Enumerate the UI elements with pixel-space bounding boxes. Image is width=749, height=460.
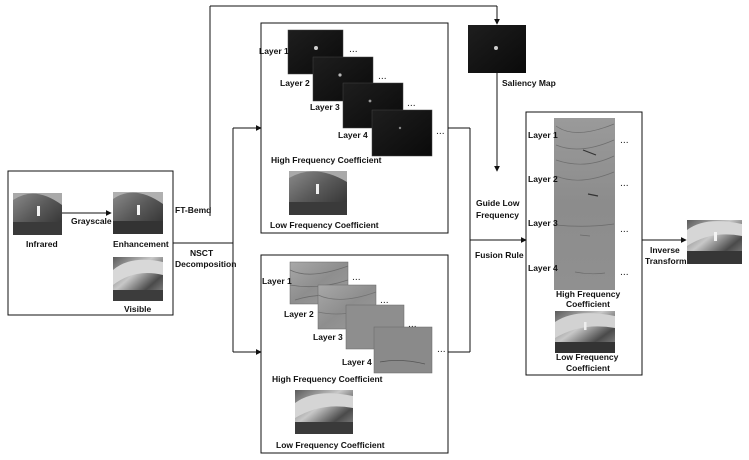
bottom-layer-4-label: Layer 4 — [342, 357, 372, 367]
top-layer-1-label: Layer 1 — [259, 46, 289, 56]
top-high-frequency-label: High Frequency Coefficient — [271, 155, 382, 165]
bottom-layer-2-label: Layer 2 — [284, 309, 314, 319]
fused-output-image — [687, 220, 742, 264]
top-ellipsis-1: ... — [349, 45, 358, 55]
bottom-ellipsis-1: ... — [352, 273, 361, 283]
bottom-coefficients-panel — [260, 254, 449, 454]
guide-low-label: Guide Low — [476, 198, 520, 208]
top-layer-4-label: Layer 4 — [338, 130, 368, 140]
fused-ellipsis-3: ... — [620, 225, 629, 235]
fused-high-frequency-label: High Frequency — [556, 289, 621, 299]
top-ellipsis-3: ... — [407, 99, 416, 109]
ft-bemd-label: FT-Bemd — [175, 205, 211, 215]
top-ellipsis-4: ... — [436, 127, 445, 137]
transform-label: Transform — [645, 256, 687, 266]
visible-image — [113, 257, 163, 301]
top-ellipsis-2: ... — [378, 72, 387, 82]
bottom-ellipsis-2: ... — [380, 296, 389, 306]
infrared-label: Infrared — [26, 239, 58, 249]
bottom-low-frequency-image — [295, 390, 353, 434]
fused-low-coefficient-label: Coefficient — [566, 363, 610, 373]
fused-layer-1-label: Layer 1 — [528, 130, 558, 140]
grayscale-label: Grayscale — [71, 216, 112, 226]
nsct-label: NSCT — [190, 248, 214, 258]
saliency-map-label: Saliency Map — [502, 78, 556, 88]
fused-layer-3-label: Layer 3 — [528, 218, 558, 228]
top-low-frequency-label: Low Frequency Coefficient — [270, 220, 379, 230]
fusion-rule-label: Fusion Rule — [475, 250, 524, 260]
fused-high-coefficient-label: Coefficient — [566, 299, 610, 309]
bottom-layer-3-label: Layer 3 — [313, 332, 343, 342]
fused-low-frequency-image — [555, 311, 615, 353]
enhancement-image — [113, 192, 163, 234]
bottom-ellipsis-4: ... — [437, 345, 446, 355]
bottom-layer-stack — [289, 261, 433, 374]
bottom-low-frequency-label: Low Frequency Coefficient — [276, 440, 385, 450]
top-layer-3-label: Layer 3 — [310, 102, 340, 112]
fused-low-frequency-label: Low Frequency — [556, 352, 619, 362]
fused-layer-2-label: Layer 2 — [528, 174, 558, 184]
fused-layer-4-label: Layer 4 — [528, 263, 558, 273]
bottom-layer-1-label: Layer 1 — [262, 276, 292, 286]
top-layer-stack — [287, 29, 433, 157]
decomposition-label: Decomposition — [175, 259, 236, 269]
inverse-label: Inverse — [650, 245, 680, 255]
visible-label: Visible — [124, 304, 152, 314]
fused-coefficients-panel — [525, 111, 643, 376]
saliency-map-image — [468, 25, 526, 73]
fused-ellipsis-4: ... — [620, 268, 629, 278]
bottom-high-frequency-label: High Frequency Coefficient — [272, 374, 383, 384]
infrared-image — [13, 193, 62, 235]
top-layer-2-label: Layer 2 — [280, 78, 310, 88]
bottom-ellipsis-3: ... — [408, 320, 417, 330]
enhancement-label: Enhancement — [113, 239, 169, 249]
top-low-frequency-image — [289, 171, 347, 215]
fused-ellipsis-2: ... — [620, 179, 629, 189]
fused-ellipsis-1: ... — [620, 136, 629, 146]
guide-frequency-label: Frequency — [476, 210, 519, 220]
fused-layer-stack — [554, 118, 615, 290]
